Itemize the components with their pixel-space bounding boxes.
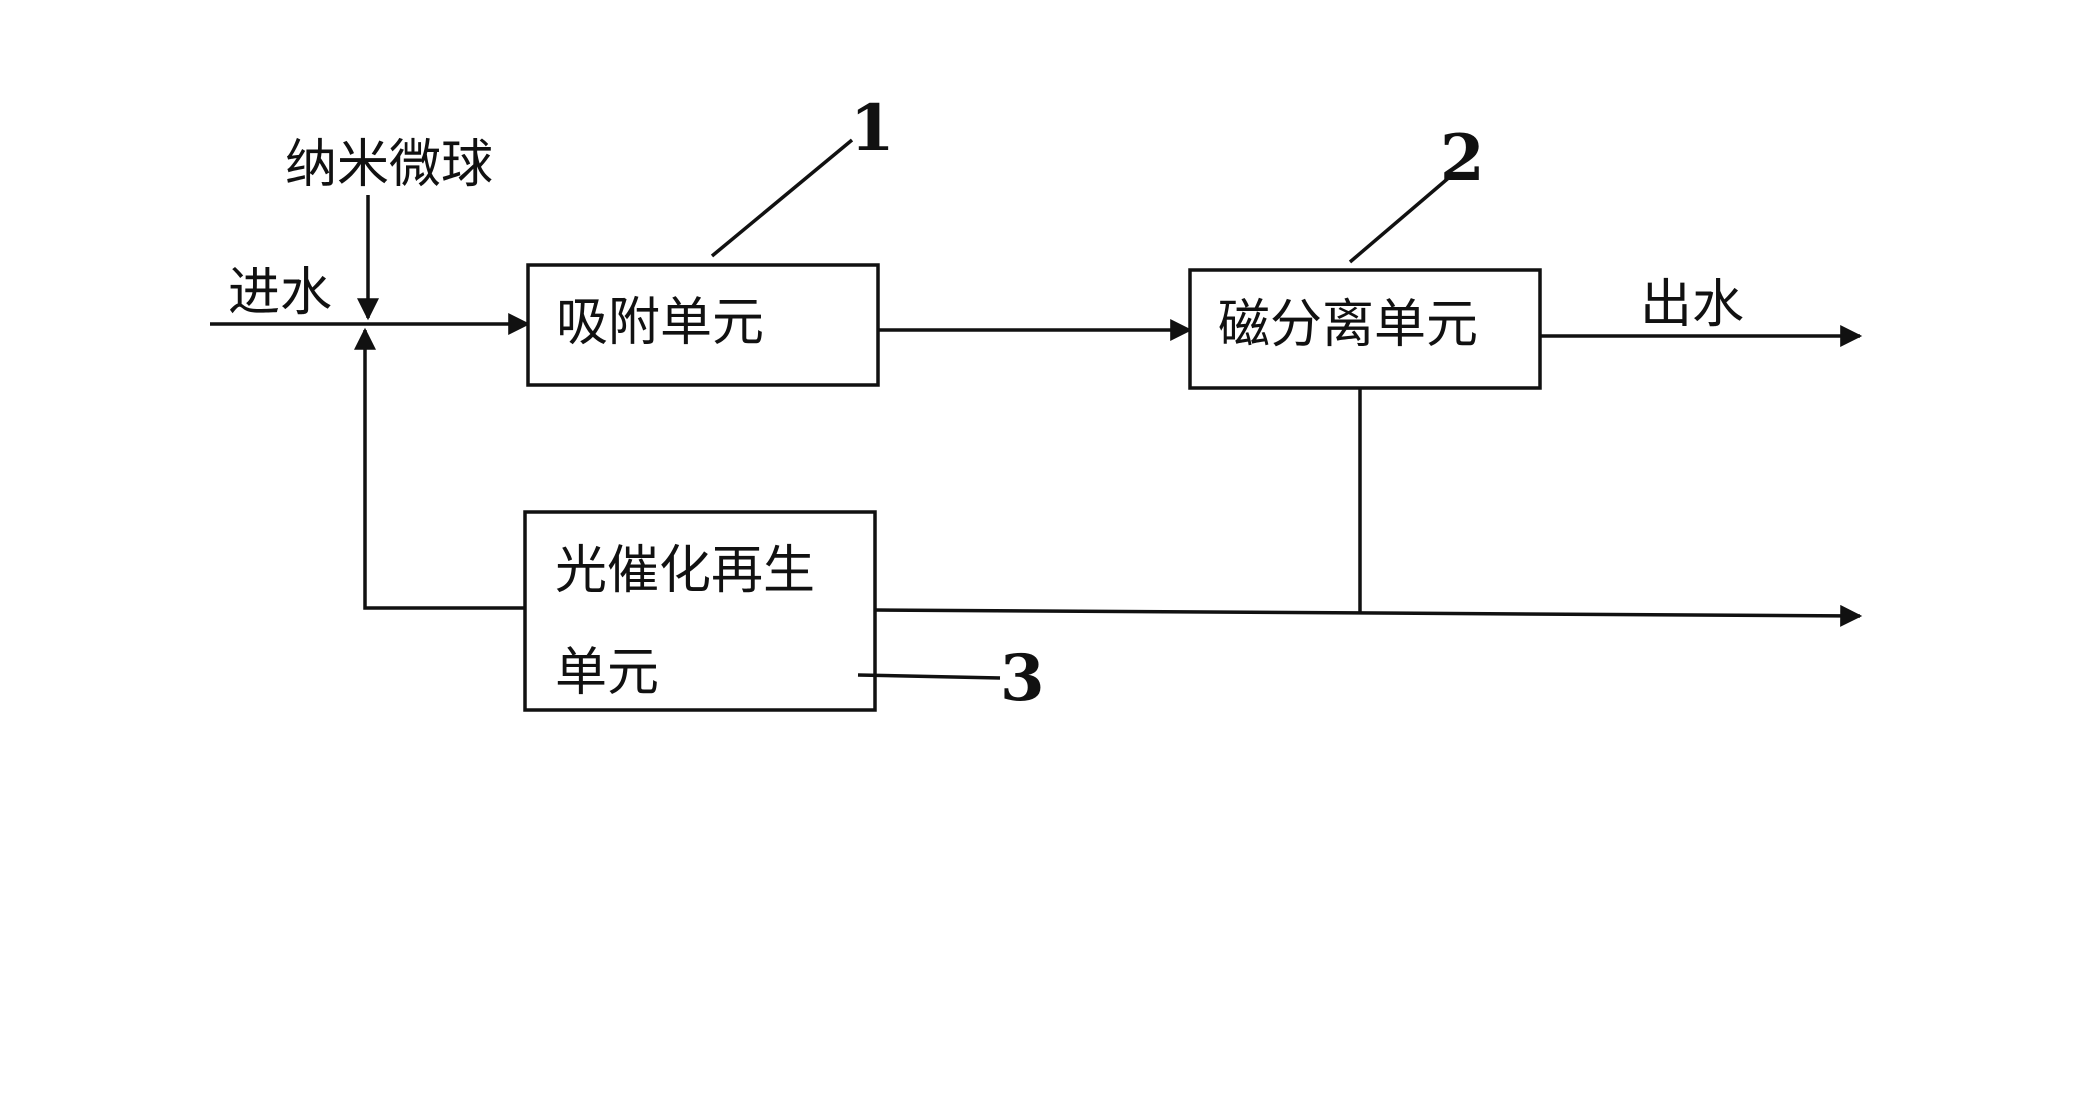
ref-number-1: 1 bbox=[850, 91, 895, 166]
photocatalytic-unit-label-line2: 单元 bbox=[555, 643, 659, 703]
photocatalytic-unit-label-line1: 光催化再生 bbox=[555, 541, 815, 601]
output-water-label: 出水 bbox=[1640, 275, 1744, 335]
adsorption-unit-label: 吸附单元 bbox=[556, 293, 764, 353]
ref-1-leader bbox=[710, 138, 854, 258]
bottom-discharge-line bbox=[874, 604, 1863, 627]
additive-label: 纳米微球 bbox=[285, 135, 493, 195]
ref-2-leader bbox=[1348, 173, 1454, 264]
photocatalytic-regeneration-unit-box bbox=[523, 510, 877, 712]
ref-number-3: 3 bbox=[1000, 641, 1045, 716]
magnetic-separation-unit-label: 磁分离单元 bbox=[1218, 295, 1478, 355]
adsorption-unit-box bbox=[526, 263, 880, 387]
ref-number-2: 2 bbox=[1440, 121, 1485, 196]
ref-3-leader bbox=[857, 673, 1001, 680]
input-water-label: 进水 bbox=[228, 263, 332, 323]
magnetic-separation-unit-box bbox=[1188, 268, 1542, 390]
recycle-line bbox=[354, 327, 525, 610]
